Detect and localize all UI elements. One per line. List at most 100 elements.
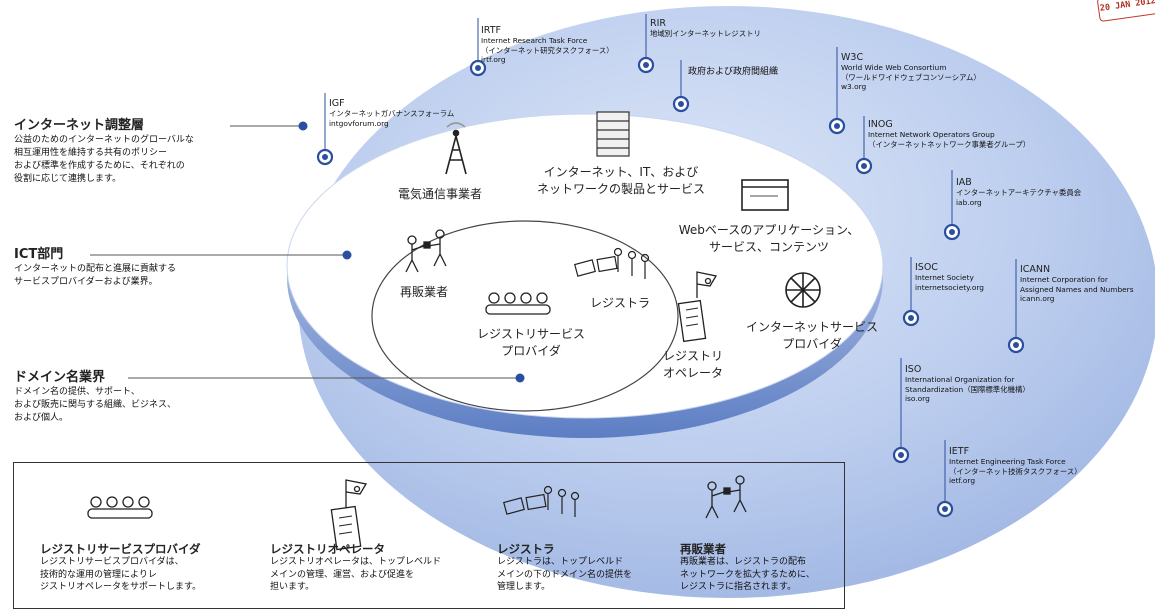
web-label-line2: サービス、コンテンツ bbox=[708, 240, 829, 254]
org-isoc-line1: Internet Society bbox=[915, 273, 974, 282]
org-irtf-line3: irtf.org bbox=[481, 55, 506, 64]
isp-label: インターネットサービス プロバイダ bbox=[746, 319, 878, 353]
domain-dot bbox=[515, 373, 525, 383]
isp-label-line1: インターネットサービス bbox=[746, 320, 879, 334]
org-w3c: W3C World Wide Web Consortium （ワールドワイドウェ… bbox=[841, 52, 981, 92]
domain-layer-label: ドメイン名業界 ドメイン名の提供、サポート、 および販売に関与する組織、ビジネス… bbox=[14, 370, 176, 425]
pin-ietf-dot bbox=[942, 506, 948, 512]
legend-registrar-desc3: 管理します。 bbox=[497, 582, 551, 592]
domain-desc-2: および販売に関与する組織、ビジネス、 bbox=[14, 400, 177, 410]
org-irtf-name: IRTF bbox=[481, 25, 501, 36]
operator-label-line1: レジストリ bbox=[662, 349, 723, 363]
org-ietf-line3: ietf.org bbox=[949, 476, 976, 485]
legend-operator-title: レジストリオペレータ bbox=[270, 542, 385, 556]
operator-label-line2: オペレータ bbox=[662, 366, 723, 380]
pin-iso bbox=[892, 358, 910, 464]
org-icann-name: ICANN bbox=[1020, 264, 1051, 275]
legend-operator-desc1: レジストリオペレータは、トップレベルド bbox=[270, 557, 442, 567]
pin-iab-dot bbox=[949, 229, 955, 235]
pin-government bbox=[672, 60, 690, 113]
ict-desc-1: インターネットの配布と進展に貢献する bbox=[14, 264, 177, 274]
products-label-line2: ネットワークの製品とサービス bbox=[536, 182, 705, 196]
legend-registrar: レジストラ レジストラは、トップレベルド メインの下のドメイン名の提供を 管理し… bbox=[497, 542, 632, 594]
legend-operator-desc3: 担います。 bbox=[270, 582, 315, 592]
org-igf-name: IGF bbox=[329, 98, 345, 109]
ict-desc-2: サービスプロバイダーおよび業界。 bbox=[14, 277, 158, 287]
coordination-dot bbox=[298, 121, 308, 131]
globe-network-icon bbox=[785, 272, 821, 308]
org-iab-name: IAB bbox=[956, 177, 972, 188]
org-icann-line2: Assigned Names and Numbers bbox=[1020, 284, 1134, 294]
ict-layer-title: ICT部門 bbox=[14, 247, 64, 262]
reseller-people-icon bbox=[405, 229, 447, 273]
legend-reseller-desc1: 再販業者は、レジストラの配布 bbox=[680, 557, 807, 567]
org-iso: ISO International Organization for Stand… bbox=[905, 364, 1030, 404]
legend-registrar-desc1: レジストラは、トップレベルド bbox=[497, 557, 624, 567]
rsp-label-line1: レジストリサービス bbox=[476, 327, 585, 341]
org-isoc: ISOC Internet Society internetsociety.or… bbox=[915, 262, 984, 292]
rsp-label: レジストリサービス プロバイダ bbox=[476, 326, 586, 360]
org-government: 政府および政府間組織 bbox=[688, 67, 779, 78]
pin-rir-dot bbox=[643, 62, 649, 68]
org-ietf: IETF Internet Engineering Task Force （イン… bbox=[949, 446, 1082, 486]
org-rir-name: RIR bbox=[650, 18, 667, 29]
legend-reseller-desc3: レジストラに指名されます。 bbox=[680, 582, 797, 592]
pin-iso-dot bbox=[898, 452, 904, 458]
legend-rsp: レジストリサービスプロバイダ レジストリサービスプロバイダは、 技術的な運用の管… bbox=[40, 542, 201, 594]
conveyor-icon bbox=[485, 292, 551, 315]
org-government-label: 政府および政府間組織 bbox=[688, 67, 779, 77]
org-iab-line1: インターネットアーキテクチャ委員会 bbox=[956, 188, 1082, 197]
org-iso-line3: iso.org bbox=[905, 394, 930, 403]
server-rack-icon bbox=[596, 111, 630, 157]
org-rir: RIR 地域別インターネットレジストリ bbox=[650, 18, 761, 39]
rsp-label-line2: プロバイダ bbox=[501, 344, 561, 358]
coordination-desc-4: 役割に応じて連携します。 bbox=[14, 174, 122, 184]
org-igf-line2: intgovforum.org bbox=[329, 118, 389, 128]
browser-window-icon bbox=[741, 179, 789, 211]
operator-label: レジストリ オペレータ bbox=[657, 348, 729, 382]
org-iso-line2: Standardization（国際標準化機構） bbox=[905, 384, 1030, 394]
org-ietf-line2: （インターネット技術タスクフォース） bbox=[949, 466, 1082, 476]
legend-rsp-desc1: レジストリサービスプロバイダは、 bbox=[40, 557, 184, 567]
coordination-desc-1: 公益のためのインターネットのグローバルな bbox=[14, 135, 194, 145]
org-irtf-line1: Internet Research Task Force bbox=[481, 36, 588, 45]
registrar-group-icon bbox=[574, 247, 650, 279]
org-irtf-line2: （インターネット研究タスクフォース） bbox=[481, 45, 614, 55]
org-w3c-line1: World Wide Web Consortium bbox=[841, 63, 947, 72]
org-w3c-line3: w3.org bbox=[841, 82, 867, 91]
org-irtf: IRTF Internet Research Task Force （インターネ… bbox=[481, 25, 614, 65]
legend-reseller: 再販業者 再販業者は、レジストラの配布 ネットワークを拡大するために、 レジスト… bbox=[680, 542, 815, 594]
pin-icann-dot bbox=[1013, 342, 1019, 348]
org-iab-line2: iab.org bbox=[956, 197, 982, 207]
pin-inog bbox=[855, 116, 873, 175]
pin-inog-dot bbox=[861, 163, 867, 169]
isp-label-line2: プロバイダ bbox=[782, 337, 842, 351]
coordination-desc-2: 相互運用性を維持する共有のポリシー bbox=[14, 148, 168, 158]
registry-operator-flag-icon bbox=[677, 271, 718, 343]
ict-layer-label: ICT部門 インターネットの配布と進展に貢献する サービスプロバイダーおよび業界… bbox=[14, 247, 176, 289]
coordination-layer-label: インターネット調整層 公益のためのインターネットのグローバルな 相互運用性を維持… bbox=[14, 118, 194, 186]
pin-isoc bbox=[902, 257, 920, 327]
org-isoc-line2: internetsociety.org bbox=[915, 282, 984, 292]
org-iso-name: ISO bbox=[905, 364, 922, 375]
org-w3c-line2: （ワールドワイドウェブコンソーシアム） bbox=[841, 72, 981, 82]
org-inog-line1: Internet Network Operators Group bbox=[868, 130, 995, 139]
legend-box bbox=[13, 462, 845, 609]
org-igf-line1: インターネットガバナンスフォーラム bbox=[329, 109, 455, 118]
legend-registrar-icon bbox=[503, 485, 580, 517]
products-label: インターネット、IT、および ネットワークの製品とサービス bbox=[536, 164, 706, 198]
pin-icann bbox=[1007, 259, 1025, 354]
web-label-line1: Webベースのアプリケーション、 bbox=[678, 223, 860, 237]
products-label-line1: インターネット、IT、および bbox=[543, 165, 699, 179]
web-label: Webベースのアプリケーション、 サービス、コンテンツ bbox=[676, 222, 862, 256]
pin-irtf bbox=[469, 18, 487, 77]
pin-iab bbox=[943, 170, 961, 241]
org-ietf-line1: Internet Engineering Task Force bbox=[949, 457, 1066, 466]
coordination-desc-3: および標準を作成するために、それぞれの bbox=[14, 161, 185, 171]
legend-registrar-title: レジストラ bbox=[497, 542, 555, 556]
legend-reseller-icon bbox=[705, 475, 747, 519]
org-icann-line1: Internet Corporation for bbox=[1020, 275, 1108, 284]
pin-igf-dot bbox=[322, 154, 328, 160]
legend-registrar-desc2: メインの下のドメイン名の提供を bbox=[497, 569, 633, 580]
